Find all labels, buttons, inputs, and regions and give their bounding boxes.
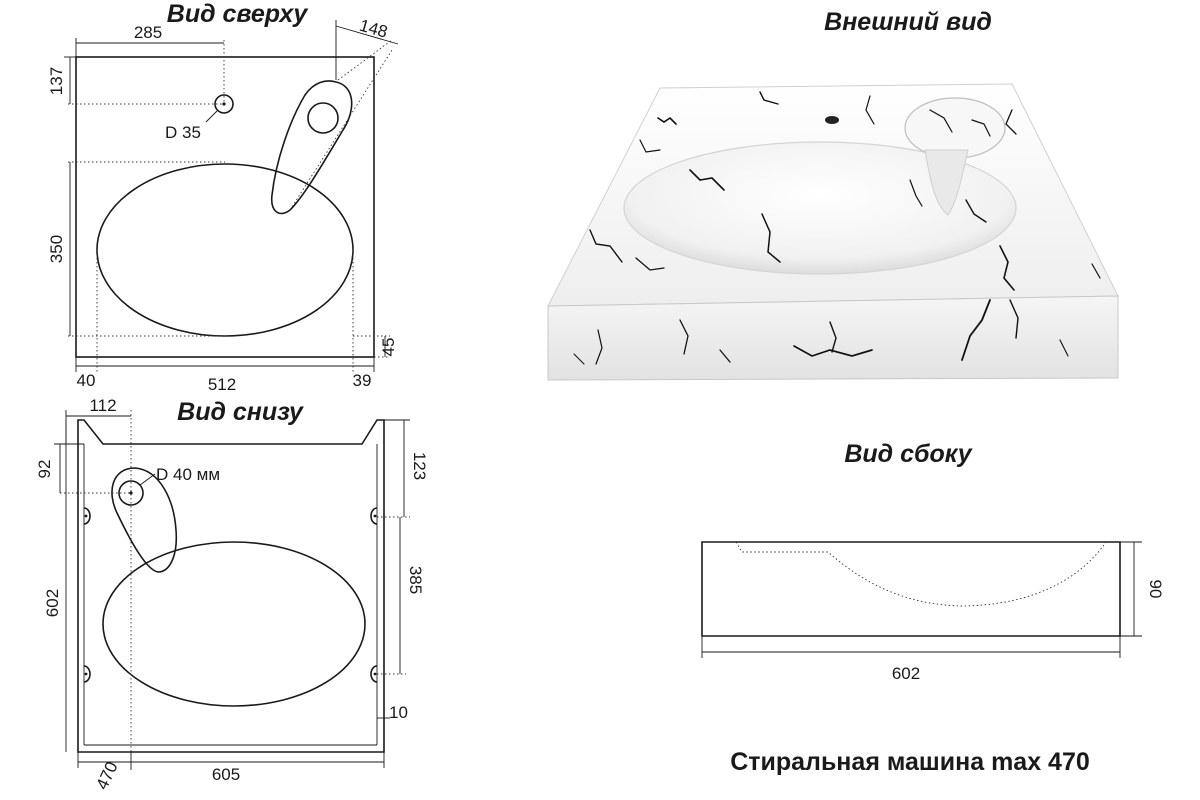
sink-front-side xyxy=(547,295,1119,381)
top-view: Вид сверху D 35 285 148 xyxy=(47,0,399,394)
dim-90: 90 xyxy=(1146,580,1165,599)
dim-605: 605 xyxy=(212,765,240,784)
dim-470: 470 xyxy=(92,759,121,793)
bottom-view-outline xyxy=(77,419,385,753)
top-view-spout-channel xyxy=(270,80,353,215)
caption: Стиральная машина max 470 xyxy=(730,748,1090,776)
dim-350: 350 xyxy=(47,235,66,263)
dim-45: 45 xyxy=(379,338,398,357)
top-view-title: Вид сверху xyxy=(167,0,309,28)
exterior-view: Внешний вид xyxy=(547,8,1119,381)
dim-123: 123 xyxy=(410,452,429,480)
tap-hole-center xyxy=(222,102,226,106)
side-view-title: Вид сбоку xyxy=(844,440,972,468)
bottom-hole-label: D 40 мм xyxy=(156,465,220,484)
bottom-view-drain-hole xyxy=(118,480,144,506)
top-hole-label: D 35 xyxy=(165,123,201,142)
top-view-outline xyxy=(75,56,375,358)
dim-112: 112 xyxy=(89,396,116,415)
bottom-view-title: Вид снизу xyxy=(177,398,304,426)
sink-basin xyxy=(623,141,1017,275)
dim-512: 512 xyxy=(208,375,236,394)
bottom-view-basin xyxy=(102,541,366,707)
bottom-view-spout-channel xyxy=(111,467,178,573)
dim-40: 40 xyxy=(77,371,96,390)
dim-602-left: 602 xyxy=(43,589,62,617)
bottom-view: Вид снизу D 40 мм 112 xyxy=(35,396,429,793)
top-view-basin xyxy=(96,163,354,337)
dim-285: 285 xyxy=(134,23,162,42)
dim-602-side: 602 xyxy=(892,664,920,683)
dim-137: 137 xyxy=(47,67,66,95)
dim-39: 39 xyxy=(353,371,372,390)
dim-92: 92 xyxy=(35,460,54,479)
dim-385: 385 xyxy=(406,566,425,594)
sink-spout-bowl xyxy=(904,97,1006,159)
marble-veins xyxy=(573,91,1101,365)
sink-tap-hole xyxy=(825,116,839,124)
side-view-basin-profile xyxy=(735,541,1107,607)
dim-10: 10 xyxy=(389,703,408,722)
tap-hole-leader xyxy=(205,110,218,123)
exterior-view-title: Внешний вид xyxy=(824,8,992,36)
dim-148: 148 xyxy=(357,16,390,42)
top-view-tap-hole xyxy=(214,94,234,114)
side-view-outline xyxy=(701,541,1121,637)
top-view-drain-hole xyxy=(307,102,339,134)
side-view: Вид сбоку 90 602 xyxy=(701,440,1165,683)
